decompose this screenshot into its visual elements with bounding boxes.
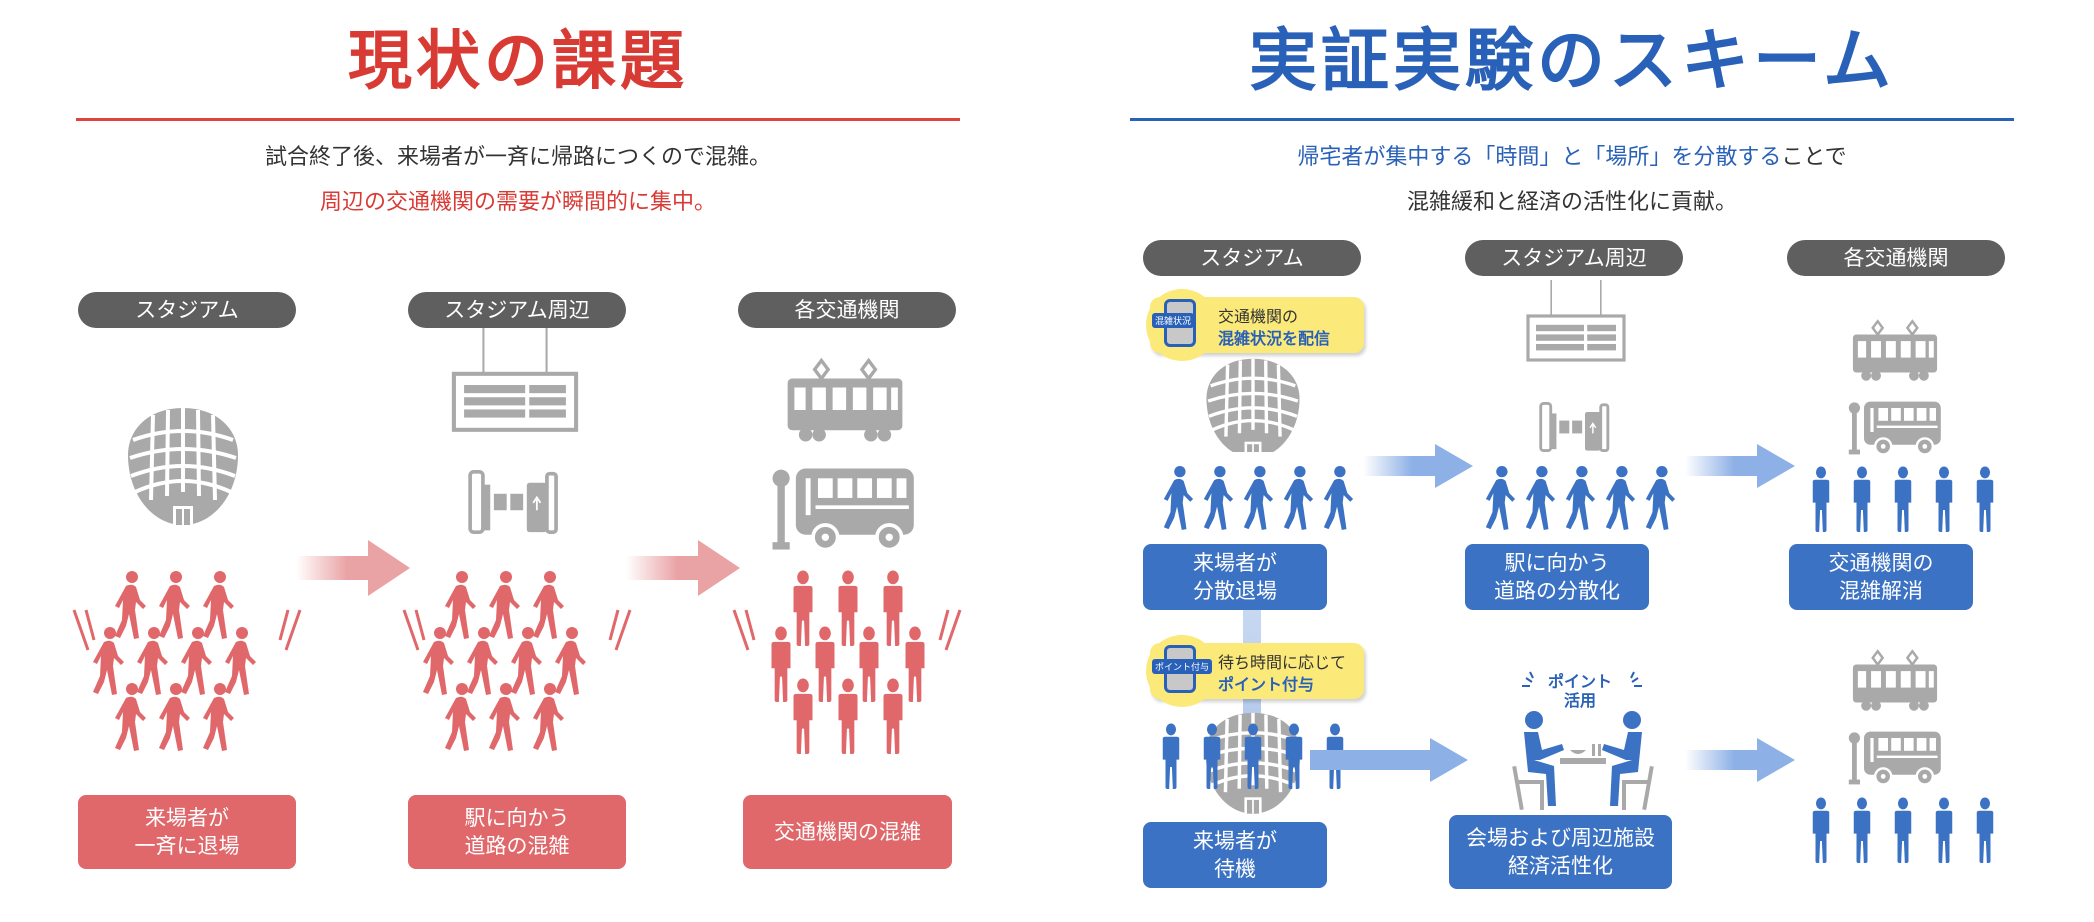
sparkle-icon <box>1522 671 1642 687</box>
bus-icon <box>1847 730 1943 786</box>
walking-person-icon <box>1605 465 1636 531</box>
left-header-stadium: スタジアム <box>78 292 296 328</box>
bus-icon <box>770 466 916 552</box>
stress-lines-icon <box>732 609 962 651</box>
train-icon <box>785 358 905 444</box>
stress-lines-icon <box>402 609 632 651</box>
callout-line1: 交通機関の <box>1218 307 1299 326</box>
callout-tag: ポイント付与 <box>1152 659 1213 674</box>
callout-line1: 待ち時間に応じて <box>1218 653 1347 672</box>
walking-person-icon <box>445 683 476 751</box>
right-subtitle-line1: 帰宅者が集中する「時間」と「場所」を分散することで <box>1130 147 2014 169</box>
left-arrow-2 <box>626 540 740 596</box>
left-title: 現状の課題 <box>348 25 688 99</box>
callout-tag: 混雑状況 <box>1152 313 1195 328</box>
callout-congestion-info: 混雑状況 交通機関の 混雑状況を配信 <box>1146 289 1364 361</box>
crowd-walking-2 <box>402 570 632 770</box>
signboard-icon <box>1526 278 1626 362</box>
ticket-gate-icon <box>460 470 568 534</box>
walking-person-icon <box>115 683 146 751</box>
standing-person-icon <box>1976 466 1994 532</box>
walking-person-icon <box>1645 465 1676 531</box>
standing-person-icon <box>1894 466 1912 532</box>
left-caption-transit: 交通機関の混雑 <box>743 795 952 869</box>
right-arrow-row2-2 <box>1685 738 1795 782</box>
right-arrow-row2-1 <box>1310 738 1468 782</box>
standing-person-icon <box>1203 723 1221 789</box>
right-header-stadium: スタジアム <box>1143 240 1361 276</box>
walking-person-icon <box>1203 465 1234 531</box>
left-title-divider <box>76 118 960 121</box>
train-icon <box>1851 649 1939 713</box>
walking-person-icon <box>159 683 190 751</box>
standing-person-icon <box>1976 797 1994 863</box>
right-title-divider <box>1130 118 2014 121</box>
right-arrow-row1-2 <box>1685 444 1795 488</box>
left-arrow-1 <box>296 540 410 596</box>
right-header-transit: 各交通機関 <box>1787 240 2005 276</box>
right-caption-waiting: 来場者が 待機 <box>1143 822 1327 888</box>
left-header-stadium-area: スタジアム周辺 <box>408 292 626 328</box>
crowd-dispersed-walking-road <box>1472 465 1682 535</box>
callout-points-award: ポイント付与 待ち時間に応じて ポイント付与 <box>1146 635 1364 707</box>
walking-person-icon <box>533 683 564 751</box>
right-subtitle-line2: 混雑緩和と経済の活性化に貢献。 <box>1406 190 1737 215</box>
right-header-stadium-area: スタジアム周辺 <box>1465 240 1683 276</box>
left-subtitle-line2: 周辺の交通機関の需要が瞬間的に集中。 <box>319 190 716 215</box>
crowd-standing-transit <box>1800 465 1994 535</box>
right-subtitle-highlight: 帰宅者が集中する「時間」と「場所」を分散する <box>1297 145 1782 170</box>
walking-person-icon <box>1485 465 1516 531</box>
walking-person-icon <box>1525 465 1556 531</box>
standing-person-icon <box>1162 723 1180 789</box>
crowd-dispersed-walking <box>1150 465 1360 535</box>
standing-person-icon <box>1853 797 1871 863</box>
left-subtitle-line1: 試合終了後、来場者が一斉に帰路につくので混雑。 <box>264 145 771 170</box>
crowd-standing <box>732 570 962 770</box>
stadium-icon <box>108 400 258 530</box>
crowd-standing-transit <box>1800 796 1994 868</box>
standing-person-icon <box>1853 466 1871 532</box>
train-icon <box>1851 319 1939 383</box>
walking-person-icon <box>489 683 520 751</box>
left-caption-stadium: 来場者が 一斉に退場 <box>78 795 296 869</box>
left-header-transit: 各交通機関 <box>738 292 956 328</box>
right-caption-economic-activation: 会場および周辺施設 経済活性化 <box>1449 815 1672 889</box>
standing-person-icon <box>1285 723 1303 789</box>
standing-person-icon <box>1935 466 1953 532</box>
right-subtitle-tail: ことで <box>1781 145 1847 170</box>
walking-person-icon <box>1163 465 1194 531</box>
right-arrow-row1-1 <box>1363 444 1473 488</box>
right-caption-road-dispersion: 駅に向かう 道路の分散化 <box>1465 544 1649 610</box>
walking-person-icon <box>1565 465 1596 531</box>
standing-person-icon <box>1244 723 1262 789</box>
walking-person-icon <box>1283 465 1314 531</box>
standing-person-icon <box>883 678 903 754</box>
dining-people-icon <box>1512 711 1654 810</box>
walking-person-icon <box>1243 465 1274 531</box>
standing-person-icon <box>1894 797 1912 863</box>
stress-lines-icon <box>72 609 302 651</box>
right-title: 実証実験のスキーム <box>1249 22 1895 101</box>
standing-person-icon <box>1812 797 1830 863</box>
left-caption-road: 駅に向かう 道路の混雑 <box>408 795 626 869</box>
callout-line2: ポイント付与 <box>1218 675 1315 694</box>
walking-person-icon <box>1323 465 1354 531</box>
standing-person-icon <box>793 678 813 754</box>
standing-person-icon <box>838 678 858 754</box>
walking-person-icon <box>203 683 234 751</box>
crowd-walking-1 <box>72 570 302 770</box>
ticket-gate-icon <box>1539 402 1610 452</box>
point-usage-label: ポイント 活用 <box>1547 672 1612 711</box>
right-caption-dispersed-exit: 来場者が 分散退場 <box>1143 544 1327 610</box>
right-caption-transit-relief: 交通機関の 混雑解消 <box>1789 544 1973 610</box>
callout-line2: 混雑状況を配信 <box>1218 329 1331 348</box>
standing-person-icon <box>1935 797 1953 863</box>
bus-icon <box>1847 400 1943 456</box>
signboard-icon <box>445 328 585 440</box>
standing-person-icon <box>1812 466 1830 532</box>
stadium-icon <box>1190 352 1316 452</box>
